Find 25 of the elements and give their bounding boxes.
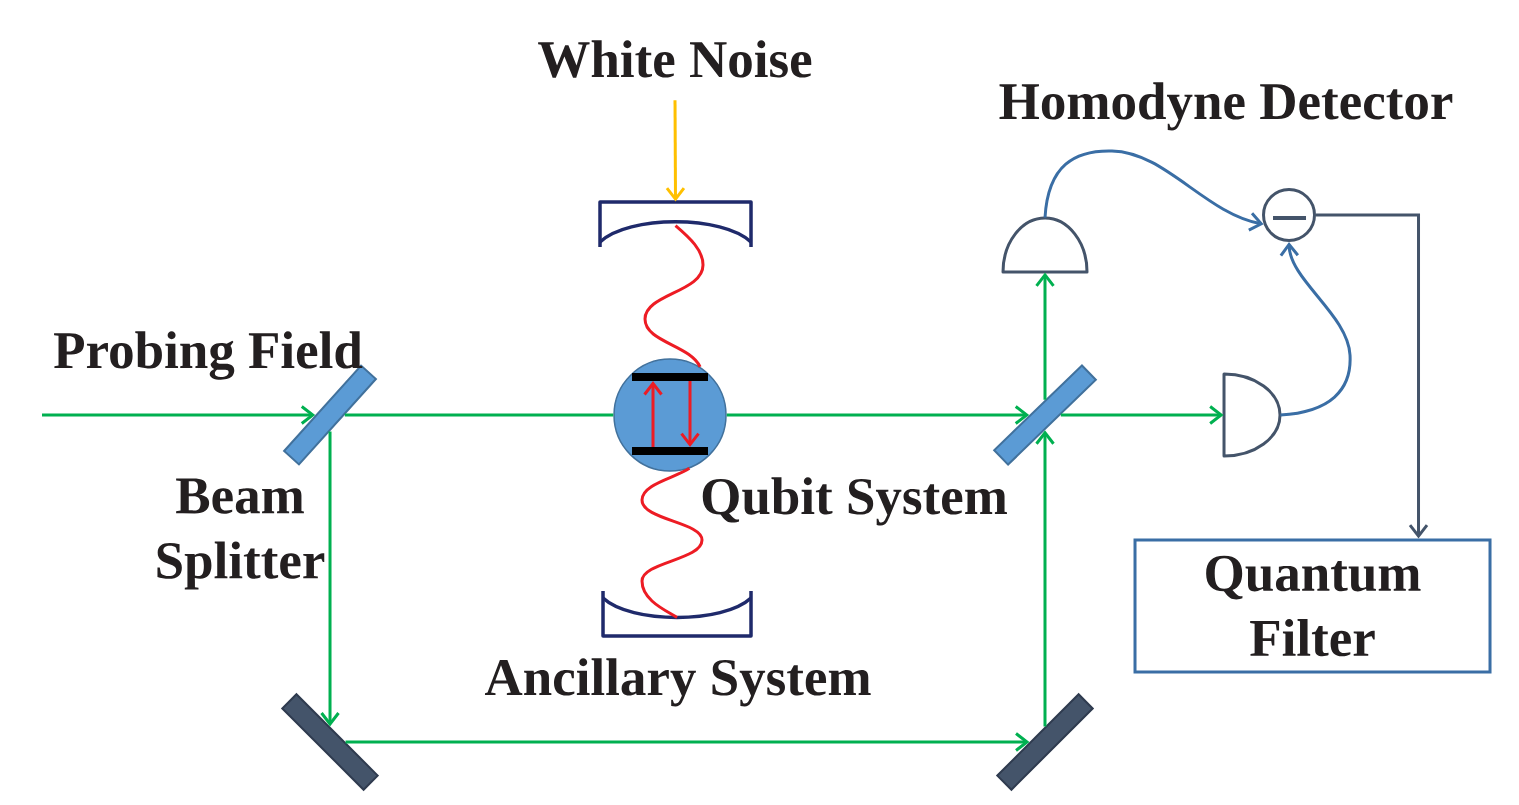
wavy-line: [643, 224, 705, 368]
beam-arrow: [345, 732, 1030, 752]
source-label: White Noise: [538, 40, 812, 78]
beam-arrow: [1060, 405, 1224, 425]
signal-arrow: [1316, 213, 1429, 539]
component-label: Beam Splitter: [157, 478, 325, 590]
cavity-mirror: [601, 591, 753, 638]
cavity-mirror: [598, 200, 753, 247]
detector: [1001, 216, 1089, 274]
section-label: Homodyne Detector: [999, 82, 1453, 131]
signal-curve: [1279, 242, 1352, 417]
component-label: Ancillary System: [484, 658, 871, 707]
beam-arrow: [42, 405, 316, 425]
beam-arrow: [320, 431, 340, 727]
component-label: Qubit System: [702, 477, 1007, 526]
subtractor: [1262, 188, 1316, 242]
noise-arrow: [665, 100, 686, 202]
beam-arrow: [1035, 430, 1055, 727]
beam-arrow: [726, 405, 1030, 425]
edge-label: Probing Field: [54, 331, 363, 380]
beam-line: [344, 413, 614, 417]
detector: [1222, 372, 1282, 458]
filter-box: Quantum Filter: [1133, 538, 1492, 674]
signal-curve: [1043, 149, 1264, 232]
beam-arrow: [1035, 272, 1055, 400]
